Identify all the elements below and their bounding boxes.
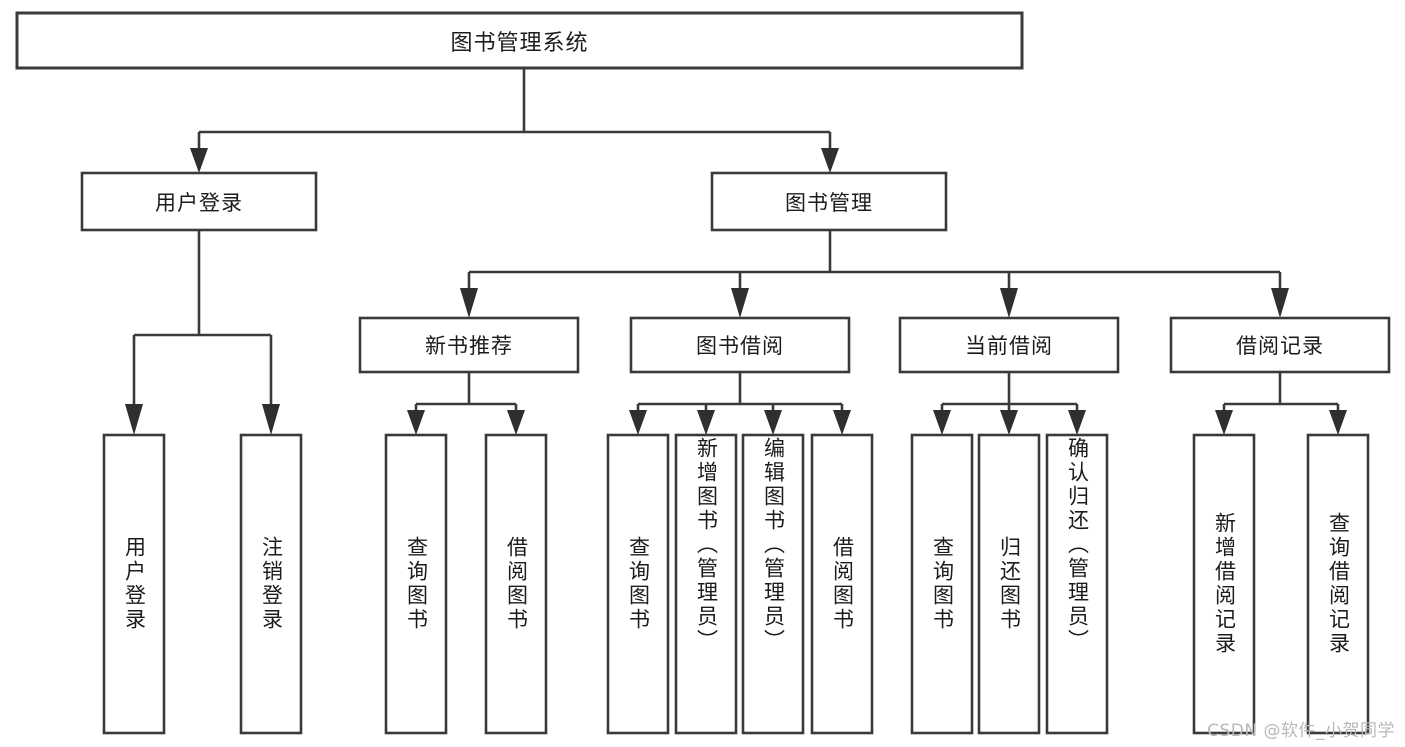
node-leaf-query-book-2-box[interactable]: [606, 433, 670, 735]
arrow-user-login: [190, 148, 208, 173]
node-book-manage-box[interactable]: [710, 171, 948, 232]
arrow-leaf-edit-book: [764, 410, 782, 435]
arrow-leaf-user-login: [125, 404, 143, 435]
node-leaf-user-login-box[interactable]: [102, 433, 166, 735]
node-borrow-record-box[interactable]: [1169, 316, 1391, 374]
node-user-login-box[interactable]: [80, 171, 318, 232]
arrow-leaf-borrow-book-2: [833, 410, 851, 435]
node-leaf-edit-book-box[interactable]: [741, 433, 805, 735]
node-leaf-add-book-box[interactable]: [674, 433, 738, 735]
arrow-leaf-add-book: [697, 410, 715, 435]
node-leaf-borrow-book-1-box[interactable]: [484, 433, 548, 735]
arrow-leaf-query-book-2: [629, 410, 647, 435]
node-leaf-logout-box[interactable]: [239, 433, 303, 735]
node-leaf-confirm-return-box[interactable]: [1045, 433, 1109, 735]
node-current-borrow-box[interactable]: [898, 316, 1120, 374]
arrow-leaf-query-book-3: [933, 410, 951, 435]
arrow-leaf-add-record: [1215, 410, 1233, 435]
arrow-new-book-rec: [460, 288, 478, 318]
node-root-box[interactable]: [15, 11, 1024, 70]
arrow-current-borrow: [1000, 288, 1018, 318]
arrow-leaf-logout: [262, 404, 280, 435]
node-leaf-return-book-box[interactable]: [977, 433, 1041, 735]
node-leaf-query-record-box[interactable]: [1306, 433, 1370, 735]
arrow-borrow-record: [1271, 288, 1289, 318]
node-leaf-borrow-book-2-box[interactable]: [810, 433, 874, 735]
node-book-borrow-box[interactable]: [629, 316, 851, 374]
arrow-leaf-borrow-book-1: [507, 410, 525, 435]
node-leaf-query-book-3-box[interactable]: [910, 433, 974, 735]
arrow-leaf-query-record: [1329, 410, 1347, 435]
node-new-book-rec-box[interactable]: [358, 316, 580, 374]
node-leaf-query-book-1-box[interactable]: [384, 433, 448, 735]
arrow-book-manage: [821, 148, 839, 173]
arrow-book-borrow: [731, 288, 749, 318]
arrow-leaf-return-book: [1000, 410, 1018, 435]
arrow-leaf-confirm-return: [1068, 410, 1086, 435]
node-leaf-add-record-box[interactable]: [1192, 433, 1256, 735]
arrow-leaf-query-book-1: [407, 410, 425, 435]
